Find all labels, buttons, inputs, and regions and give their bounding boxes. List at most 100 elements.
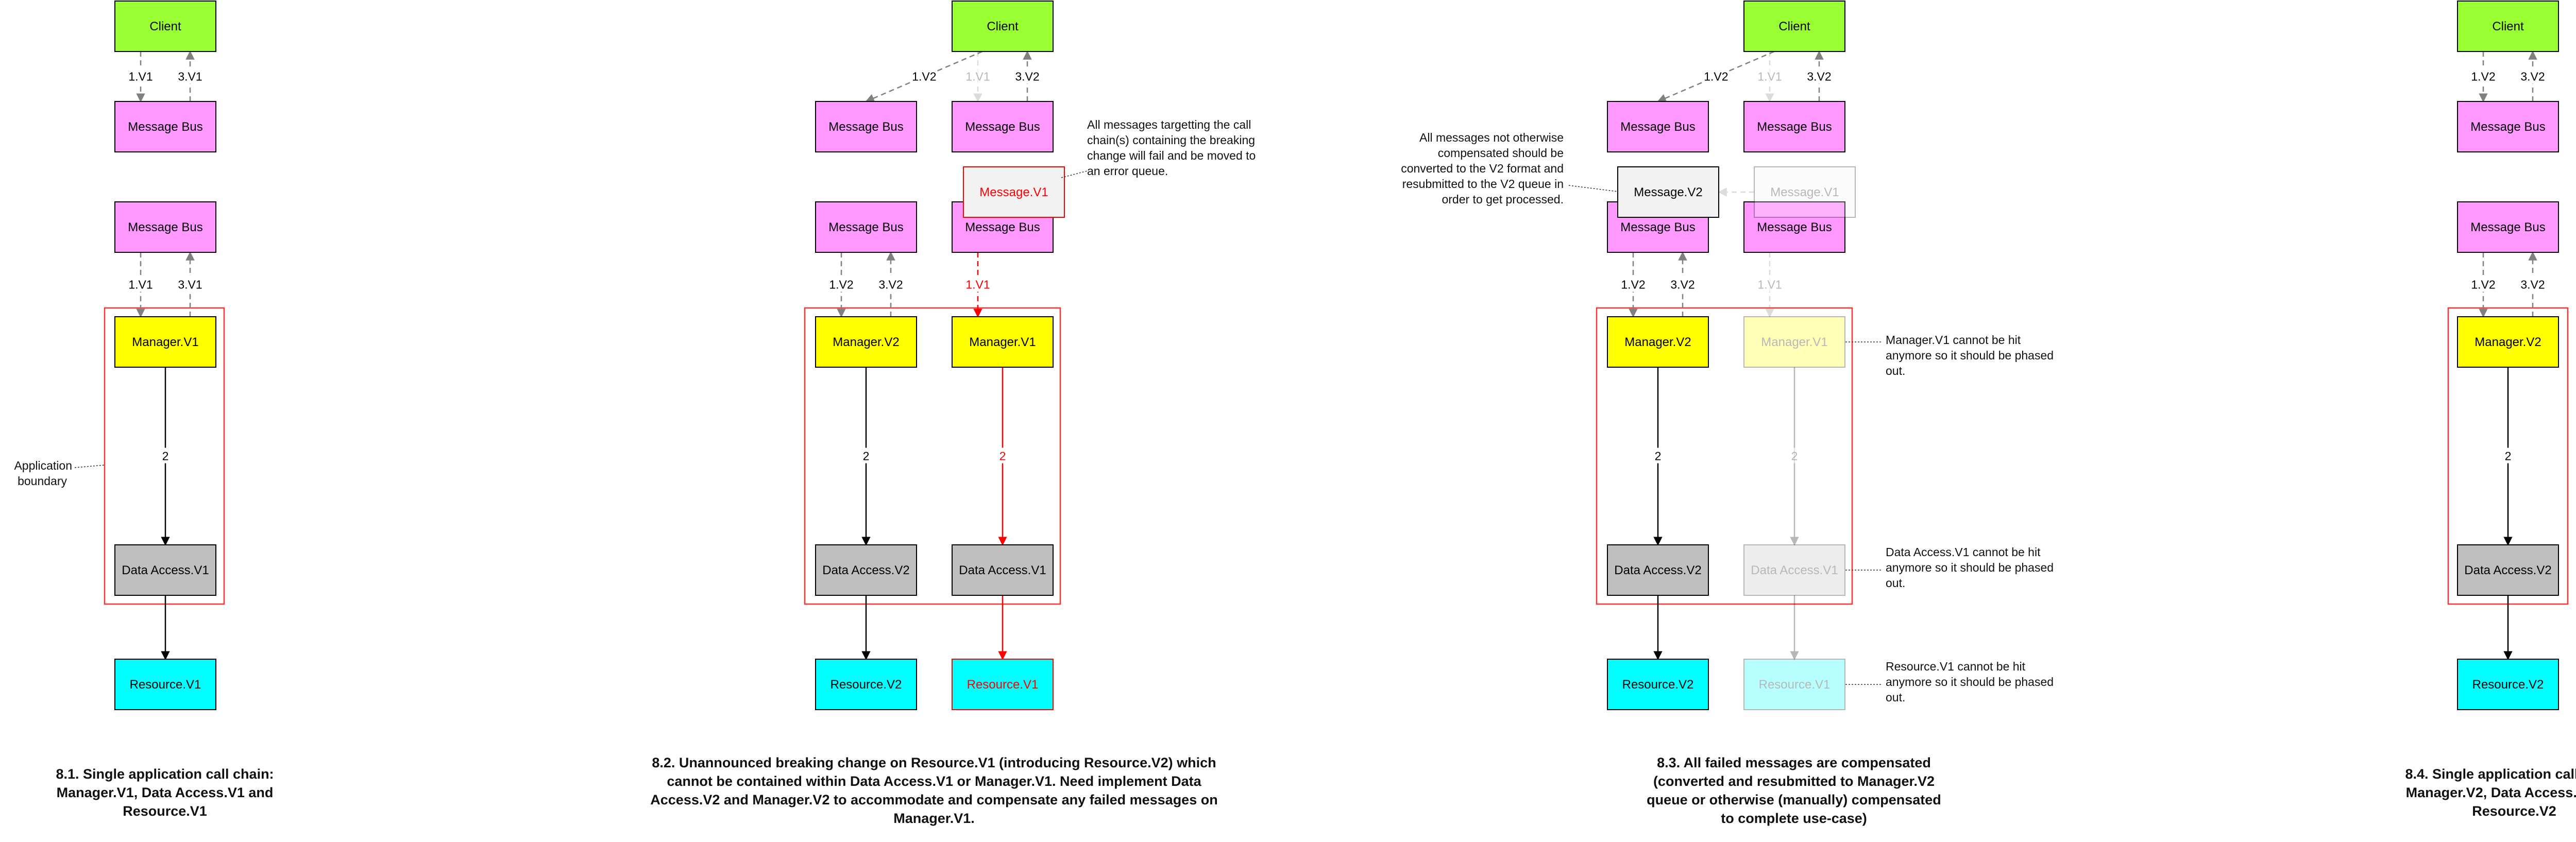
client-node: Client [114, 1, 216, 52]
caption-line: Resource.V2 [2472, 803, 2556, 819]
node-box [952, 101, 1054, 152]
annotation-line: converted to the V2 format and [1401, 162, 1564, 175]
edge-label-bg [1015, 68, 1040, 84]
node-label: Resource.V1 [1759, 678, 1831, 692]
node-box [952, 659, 1054, 710]
resource-node: Resource.V1 [114, 659, 216, 710]
annotation-line: All messages not otherwise [1419, 131, 1564, 144]
edge-label-bg [1646, 448, 1670, 463]
node-label: Client [987, 20, 1019, 33]
node-box [114, 1, 216, 52]
node-box [114, 101, 216, 152]
node-label: Data Access.V2 [2464, 563, 2551, 577]
client-node: Client [952, 1, 1054, 52]
message-bus-node: Message Bus [114, 201, 216, 253]
node-label: Data Access.V2 [822, 563, 909, 577]
annotation-leader [1061, 170, 1088, 178]
node-label: Resource.V1 [130, 678, 201, 692]
edge-label: 1.V1 [1757, 70, 1782, 83]
resource-node: Resource.V1 [952, 659, 1054, 710]
node-label: Message Bus [828, 120, 903, 134]
node-box [815, 544, 917, 596]
node-box [114, 659, 216, 710]
annotation-line: All messages targetting the call [1087, 118, 1251, 131]
edge-label-bg [1670, 276, 1695, 292]
node-box [1754, 166, 1856, 218]
application-boundary [804, 307, 1061, 605]
caption-line: (converted and resubmitted to Manager.V2 [1653, 774, 1935, 789]
node-box [1607, 659, 1709, 710]
manager-node: Manager.V2 [2457, 316, 2559, 368]
edge-label-bg [990, 448, 1015, 463]
annotation-text: All messages targetting the call chain(s)… [1087, 118, 1256, 178]
resource-node: Resource.V2 [1607, 659, 1709, 710]
edge-label-bg [128, 68, 153, 84]
edge-label: 1.V2 [912, 70, 936, 83]
node-label: Data Access.V1 [959, 563, 1046, 577]
caption-line: Resource.V1 [123, 803, 207, 819]
node-label: Manager.V1 [969, 335, 1036, 349]
node-label: Message Bus [128, 220, 202, 234]
annotation-line: an error queue. [1087, 164, 1168, 178]
node-box [815, 316, 917, 368]
resource-node: Resource.V2 [815, 659, 917, 710]
caption-line: Access.V2 and Manager.V2 to accommodate … [650, 792, 1217, 807]
edge-label: 1.V1 [965, 70, 990, 83]
caption-line: Manager.V1. [893, 811, 975, 826]
node-label: Manager.V2 [1624, 335, 1691, 349]
edge-label-bg [878, 276, 903, 292]
message-bus-node: Message Bus [1743, 101, 1845, 152]
annotation-line: out. [1886, 576, 1905, 590]
manager-node: Manager.V1 [114, 316, 216, 368]
edge-label: 1.V2 [1704, 70, 1728, 83]
message-bus-node: Message Bus [952, 101, 1054, 152]
edge-label-bg [178, 68, 202, 84]
edge-label: 2 [999, 450, 1006, 463]
message-bus-node: Message Bus [2457, 101, 2559, 152]
diagram-caption: 8.2. Unannounced breaking change on Reso… [650, 755, 1217, 826]
node-label: Message Bus [1757, 120, 1832, 134]
node-label: Message Bus [1620, 120, 1695, 134]
edge-label-bg [153, 448, 178, 463]
node-label: Manager.V1 [1761, 335, 1827, 349]
message-bus-node: Message Bus [114, 101, 216, 152]
node-label: Resource.V2 [2472, 678, 2544, 692]
data-access-node: Data Access.V2 [2457, 544, 2559, 596]
node-label: Message Bus [1757, 220, 1832, 234]
edge-label: 1.V2 [1621, 278, 1645, 291]
client-node: Client [2457, 1, 2559, 52]
caption-line: queue or otherwise (manually) compensate… [1647, 792, 1941, 807]
edge-label-bg [1621, 276, 1646, 292]
node-box [952, 1, 1054, 52]
annotation-line: out. [1886, 364, 1905, 377]
edge-label-bg [178, 276, 202, 292]
manager-node: Manager.V1 [952, 316, 1054, 368]
edge-label: 3.V2 [1670, 278, 1694, 291]
node-box [1743, 316, 1845, 368]
application-boundary [104, 307, 225, 605]
edge-label-bg [829, 276, 854, 292]
annotation-leader [1568, 185, 1618, 192]
node-box [1743, 201, 1845, 253]
edge-label-bg [2471, 276, 2496, 292]
node-label: Manager.V2 [833, 335, 899, 349]
node-box [1743, 544, 1845, 596]
node-label: Manager.V2 [2475, 335, 2541, 349]
application-boundary [1596, 307, 1853, 605]
annotation-line: Data Access.V1 cannot be hit [1886, 545, 2041, 559]
node-label: Data Access.V1 [122, 563, 209, 577]
annotation-line: chain(s) containing the breaking [1087, 133, 1255, 147]
caption-line: 8.3. All failed messages are compensated [1657, 755, 1931, 770]
edge-label: 1.V2 [829, 278, 853, 291]
caption-line: cannot be contained within Data Access.V… [667, 774, 1201, 789]
caption-line: Manager.V2, Data Access.V2 and [2406, 785, 2576, 800]
edge-label: 2 [1655, 450, 1662, 463]
